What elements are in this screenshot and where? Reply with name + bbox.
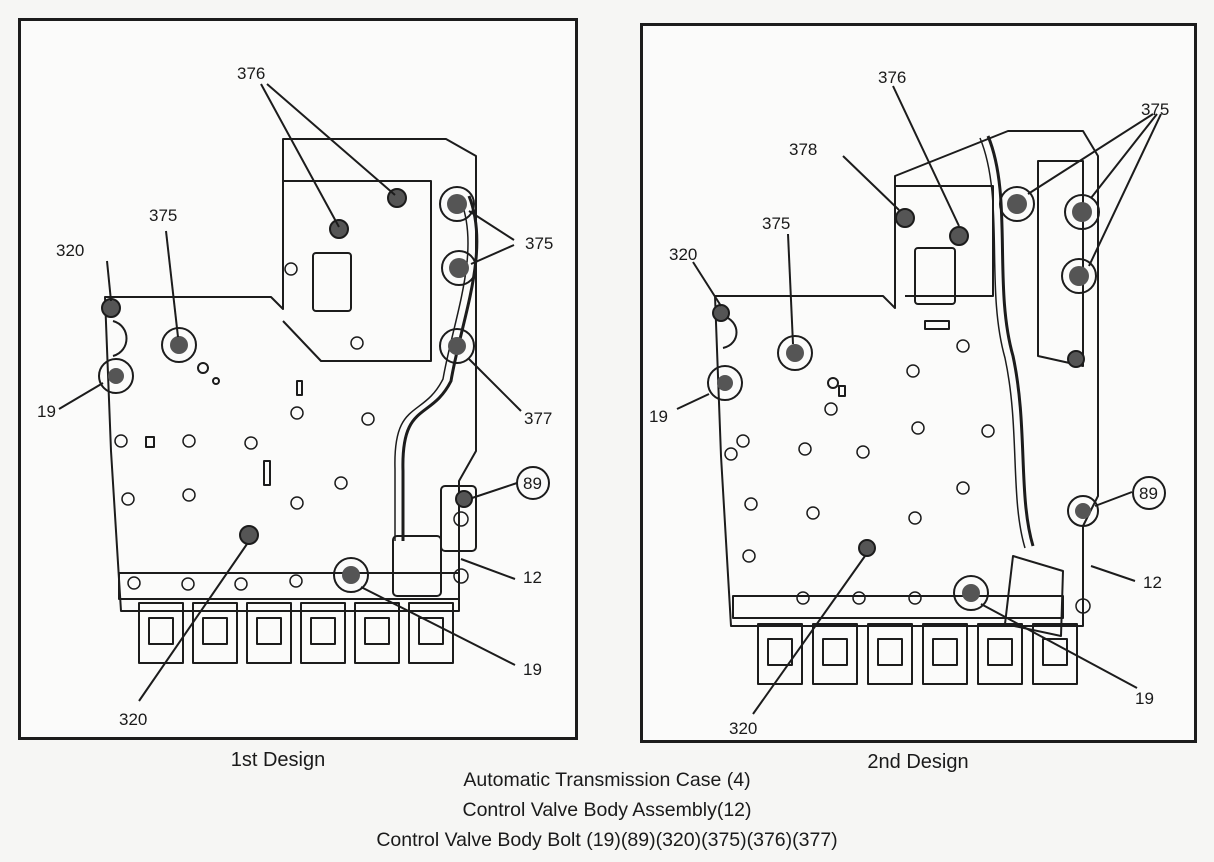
bolt-19-left bbox=[717, 375, 733, 391]
callout-19-bottom: 19 bbox=[523, 660, 542, 679]
callout-375-left: 375 bbox=[762, 214, 790, 233]
bolt-320-bottom bbox=[858, 539, 876, 557]
valve-body-diagram-1st: 376 375 320 375 19 377 89 12 19 320 bbox=[37, 64, 553, 729]
bolt-19-bottom bbox=[342, 566, 360, 584]
bolt-375-d bbox=[1067, 350, 1085, 368]
caption-valve-body-assembly: Control Valve Body Assembly(12) bbox=[462, 799, 752, 821]
bolt-377 bbox=[448, 337, 466, 355]
callout-320-top: 320 bbox=[56, 241, 84, 260]
bolt-375-a bbox=[447, 194, 467, 214]
bolt-376 bbox=[949, 226, 969, 246]
bolt-320-bottom bbox=[239, 525, 259, 545]
valve-body-outline bbox=[714, 130, 1099, 627]
bolt-378 bbox=[895, 208, 915, 228]
bolt-19-left bbox=[108, 368, 124, 384]
bolt-375-c bbox=[170, 336, 188, 354]
bolt-376-a bbox=[329, 219, 349, 239]
design-label-2nd: 2nd Design bbox=[867, 751, 969, 773]
callout-12: 12 bbox=[523, 568, 542, 587]
caption-valve-body-bolt: Control Valve Body Bolt (19)(89)(320)(37… bbox=[376, 829, 838, 851]
leader-lines bbox=[58, 83, 522, 702]
callout-19-bottom: 19 bbox=[1135, 689, 1154, 708]
callout-377: 377 bbox=[524, 409, 552, 428]
callout-376: 376 bbox=[878, 68, 906, 87]
callout-12: 12 bbox=[1143, 573, 1162, 592]
callout-320-bottom: 320 bbox=[119, 710, 147, 729]
wire-harness bbox=[401, 195, 479, 541]
bolt-320-top bbox=[712, 304, 730, 322]
valve-body-diagram-2nd: 376 375 378 375 320 19 89 12 19 320 bbox=[649, 68, 1169, 738]
bolt-375-left bbox=[786, 344, 804, 362]
bolt-375-b bbox=[449, 258, 469, 278]
callout-19-left: 19 bbox=[37, 402, 56, 421]
bolt-320-top bbox=[101, 298, 121, 318]
caption-transmission-case: Automatic Transmission Case (4) bbox=[463, 769, 751, 791]
callout-376: 376 bbox=[237, 64, 265, 83]
solenoid-row bbox=[757, 623, 1078, 685]
solenoid-row bbox=[138, 602, 454, 664]
diagram-panel-1st-design: 376 375 320 375 19 377 89 12 19 320 bbox=[18, 18, 578, 740]
design-label-1st: 1st Design bbox=[230, 749, 326, 771]
leader-lines bbox=[676, 85, 1162, 715]
bolt-group bbox=[707, 186, 1100, 611]
bolt-375-b bbox=[1072, 202, 1092, 222]
callout-378: 378 bbox=[789, 140, 817, 159]
bolt-375-c bbox=[1069, 266, 1089, 286]
callout-375-right: 375 bbox=[1141, 100, 1169, 119]
diagram-panel-2nd-design: 376 375 378 375 320 19 89 12 19 320 bbox=[640, 23, 1197, 743]
bolt-89 bbox=[1075, 503, 1091, 519]
callout-circle-89 bbox=[516, 466, 550, 500]
upper-block bbox=[282, 180, 432, 362]
callout-375-right: 375 bbox=[525, 234, 553, 253]
bolt-group bbox=[98, 186, 477, 593]
bolt-375-a bbox=[1007, 194, 1027, 214]
callout-89: 89 bbox=[1139, 484, 1158, 503]
callout-320-bottom: 320 bbox=[729, 719, 757, 738]
callout-375-left: 375 bbox=[149, 206, 177, 225]
wire-harness bbox=[986, 135, 1035, 547]
bolt-19-bottom bbox=[962, 584, 980, 602]
connector bbox=[1004, 555, 1064, 637]
callout-89: 89 bbox=[523, 474, 542, 493]
callout-320-top: 320 bbox=[669, 245, 697, 264]
callout-19-left: 19 bbox=[649, 407, 668, 426]
connector bbox=[392, 535, 442, 597]
bolt-89 bbox=[455, 490, 473, 508]
callout-circle-89 bbox=[1132, 476, 1166, 510]
